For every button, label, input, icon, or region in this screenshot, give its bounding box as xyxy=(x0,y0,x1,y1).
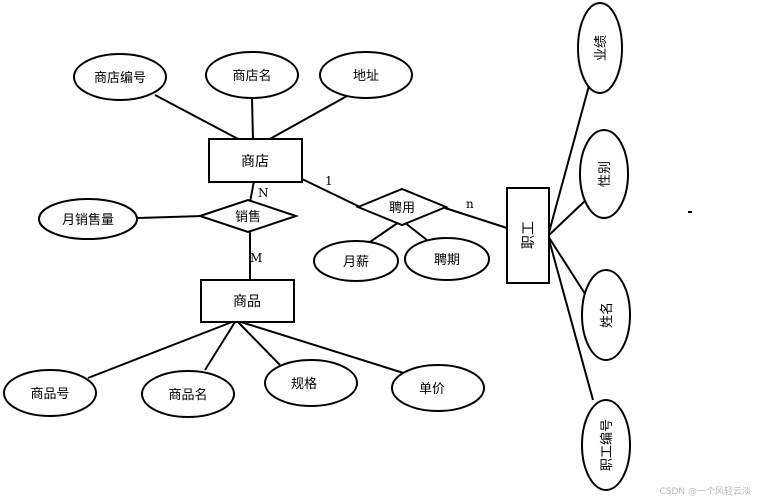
edge-shop-sales xyxy=(249,180,255,203)
edge-unit-price xyxy=(240,321,411,376)
entity-product-label: 商品 xyxy=(233,294,261,310)
cardinality-sales-product: M xyxy=(250,251,262,265)
edge-product-name xyxy=(204,321,236,371)
attribute-employee-id: 职工编号 xyxy=(581,399,631,491)
attribute-name-label: 姓名 xyxy=(599,302,615,328)
entity-shop: 商店 xyxy=(208,138,303,183)
attribute-name: 姓名 xyxy=(581,269,631,361)
attribute-product-name-label: 商品名 xyxy=(168,387,207,403)
relationship-hire: 聘用 xyxy=(355,187,449,227)
relationship-sales: 销售 xyxy=(196,198,300,234)
attribute-address-label: 地址 xyxy=(353,69,379,84)
attribute-monthly-sales: 月销售量 xyxy=(38,198,138,240)
attribute-product-id: 商品号 xyxy=(3,369,97,417)
attribute-monthly-sales-label: 月销售量 xyxy=(62,212,114,228)
attribute-shop-id-label: 商店编号 xyxy=(94,71,146,86)
stray-dash-mark xyxy=(688,211,692,213)
attribute-salary: 月薪 xyxy=(313,240,399,282)
edge-spec xyxy=(237,321,281,366)
relationship-hire-label: 聘用 xyxy=(389,201,415,216)
attribute-shop-id: 商店编号 xyxy=(73,53,167,101)
cardinality-hire-employee: n xyxy=(466,197,474,211)
attribute-product-id-label: 商品号 xyxy=(30,387,69,402)
attribute-hire-period: 聘期 xyxy=(404,237,490,281)
attribute-spec-label: 规格 xyxy=(291,376,317,392)
entity-product: 商品 xyxy=(200,279,295,323)
edge-name xyxy=(547,235,590,301)
edge-gender xyxy=(547,197,589,237)
attribute-gender-label: 性别 xyxy=(598,161,613,187)
edge-performance xyxy=(547,81,591,237)
edge-monthly-sales xyxy=(137,215,204,219)
edge-address xyxy=(267,95,348,141)
edge-shop-id xyxy=(154,94,241,141)
edge-shop-hire xyxy=(299,177,361,208)
attribute-product-name: 商品名 xyxy=(141,370,235,418)
edge-salary xyxy=(366,219,403,245)
attribute-employee-id-label: 职工编号 xyxy=(600,419,615,471)
edges xyxy=(87,81,594,401)
edge-hire-employee xyxy=(444,207,508,229)
watermark: CSDN @一个风轻云淡 xyxy=(659,487,751,497)
attribute-gender: 性别 xyxy=(579,129,629,219)
relationship-sales-label: 销售 xyxy=(235,209,261,225)
cardinality-sales-shop: N xyxy=(258,186,269,200)
entity-employee-label: 职工 xyxy=(521,221,537,249)
attribute-shop-name: 商店名 xyxy=(205,51,299,99)
attribute-salary-label: 月薪 xyxy=(343,255,369,270)
attribute-performance: 业绩 xyxy=(577,2,623,94)
edge-shop-name xyxy=(251,97,254,141)
entity-shop-label: 商店 xyxy=(241,154,269,170)
attribute-performance-label: 业绩 xyxy=(594,35,609,61)
attribute-hire-period-label: 聘期 xyxy=(434,253,460,268)
attribute-unit-price: 单价 xyxy=(391,364,485,412)
attribute-unit-price-label: 单价 xyxy=(419,382,445,397)
entity-employee: 职工 xyxy=(506,187,550,284)
edge-employee-id xyxy=(547,235,594,401)
cardinality-hire-shop: 1 xyxy=(325,174,333,188)
attribute-shop-name-label: 商店名 xyxy=(232,68,271,84)
attribute-address: 地址 xyxy=(319,51,413,99)
edge-product-id xyxy=(87,321,233,379)
attribute-spec: 规格 xyxy=(264,359,358,407)
